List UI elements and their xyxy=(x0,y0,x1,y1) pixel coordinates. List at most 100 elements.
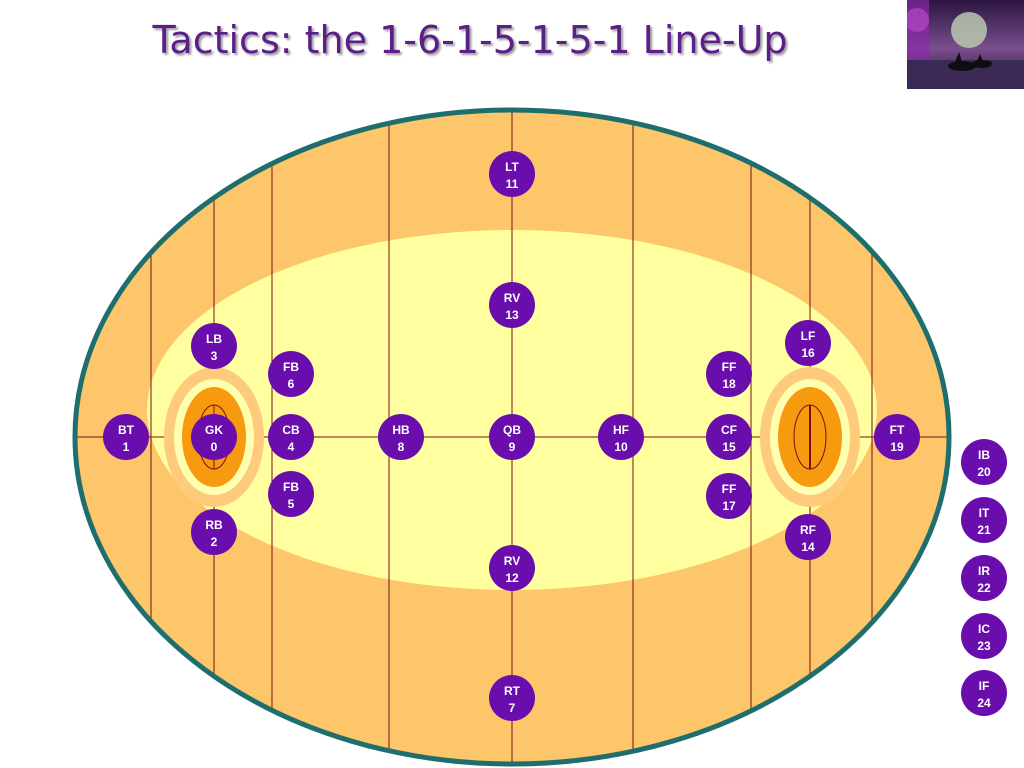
player-marker xyxy=(489,414,535,460)
player-code: RB xyxy=(205,518,223,532)
player-code: IR xyxy=(978,564,990,578)
player-code: FF xyxy=(722,482,737,496)
player-number: 17 xyxy=(722,499,736,513)
player-code: RV xyxy=(504,554,520,568)
player-code: GK xyxy=(205,423,223,437)
player-code: FT xyxy=(890,423,905,437)
player-bt-1: BT 1 xyxy=(103,414,149,460)
player-number: 4 xyxy=(288,440,295,454)
interchange-it-21: IT 21 xyxy=(961,497,1007,543)
page-title: Tactics: the 1-6-1-5-1-5-1 Line-Up xyxy=(152,18,788,62)
player-marker xyxy=(103,414,149,460)
player-fb-5: FB 5 xyxy=(268,471,314,517)
player-number: 1 xyxy=(123,440,130,454)
player-lf-16: LF 16 xyxy=(785,320,831,366)
player-ff-17: FF 17 xyxy=(706,473,752,519)
player-code: CB xyxy=(282,423,300,437)
player-number: 5 xyxy=(288,497,295,511)
player-marker xyxy=(489,545,535,591)
player-number: 0 xyxy=(211,440,218,454)
player-number: 12 xyxy=(505,571,519,585)
player-number: 24 xyxy=(977,696,991,710)
player-marker xyxy=(961,439,1007,485)
player-code: RT xyxy=(504,684,521,698)
player-number: 14 xyxy=(801,540,815,554)
player-number: 9 xyxy=(509,440,516,454)
player-number: 6 xyxy=(288,377,295,391)
player-number: 18 xyxy=(722,377,736,391)
players-layer: GK0BT1RB2LB3CB4FB5FB6RT7HB8QB9HF10LT11RV… xyxy=(103,151,920,721)
player-marker xyxy=(961,555,1007,601)
player-code: RV xyxy=(504,291,520,305)
player-fb-6: FB 6 xyxy=(268,351,314,397)
player-number: 11 xyxy=(506,177,519,191)
player-code: QB xyxy=(503,423,521,437)
player-number: 16 xyxy=(801,346,815,360)
player-code: LB xyxy=(206,332,222,346)
interchange-ib-20: IB 20 xyxy=(961,439,1007,485)
player-ft-19: FT 19 xyxy=(874,414,920,460)
player-code: LF xyxy=(801,329,816,343)
player-marker xyxy=(706,351,752,397)
player-code: FF xyxy=(722,360,737,374)
interchange-if-24: IF 24 xyxy=(961,670,1007,716)
player-rf-14: RF 14 xyxy=(785,514,831,560)
player-marker xyxy=(961,497,1007,543)
player-lt-11: LT 11 xyxy=(489,151,535,197)
player-marker xyxy=(785,320,831,366)
player-cb-4: CB 4 xyxy=(268,414,314,460)
player-code: IF xyxy=(979,679,990,693)
player-number: 10 xyxy=(614,440,628,454)
player-code: IC xyxy=(978,622,990,636)
player-marker xyxy=(268,351,314,397)
player-marker xyxy=(191,509,237,555)
player-marker xyxy=(191,323,237,369)
player-number: 23 xyxy=(977,639,991,653)
player-marker xyxy=(598,414,644,460)
player-number: 21 xyxy=(977,523,991,537)
player-marker xyxy=(489,151,535,197)
player-marker xyxy=(268,471,314,517)
player-number: 8 xyxy=(398,440,405,454)
player-rv-12: RV 12 xyxy=(489,545,535,591)
player-marker xyxy=(489,675,535,721)
player-rt-7: RT 7 xyxy=(489,675,535,721)
player-code: HB xyxy=(392,423,410,437)
player-code: FB xyxy=(283,360,299,374)
player-number: 22 xyxy=(977,581,991,595)
player-marker xyxy=(785,514,831,560)
player-code: RF xyxy=(800,523,816,537)
player-marker xyxy=(961,670,1007,716)
player-marker xyxy=(268,414,314,460)
player-code: CF xyxy=(721,423,737,437)
player-code: FB xyxy=(283,480,299,494)
player-number: 15 xyxy=(722,440,736,454)
player-code: LT xyxy=(505,160,519,174)
player-number: 3 xyxy=(211,349,218,363)
player-qb-9: QB 9 xyxy=(489,414,535,460)
player-marker xyxy=(706,414,752,460)
field-border xyxy=(72,107,952,767)
player-number: 13 xyxy=(505,308,519,322)
player-hb-8: HB 8 xyxy=(378,414,424,460)
player-marker xyxy=(874,414,920,460)
player-cf-15: CF 15 xyxy=(706,414,752,460)
player-lb-3: LB 3 xyxy=(191,323,237,369)
player-code: BT xyxy=(118,423,135,437)
player-number: 20 xyxy=(977,465,991,479)
player-number: 19 xyxy=(890,440,904,454)
player-number: 2 xyxy=(211,535,218,549)
player-code: IB xyxy=(978,448,990,462)
player-code: IT xyxy=(979,506,990,520)
right-goal-area xyxy=(760,367,860,507)
player-code: HF xyxy=(613,423,629,437)
player-number: 7 xyxy=(509,701,516,715)
decorative-thumbnail xyxy=(907,0,1024,89)
player-marker xyxy=(378,414,424,460)
interchange-ic-23: IC 23 xyxy=(961,613,1007,659)
player-rb-2: RB 2 xyxy=(191,509,237,555)
player-marker xyxy=(961,613,1007,659)
player-marker xyxy=(706,473,752,519)
